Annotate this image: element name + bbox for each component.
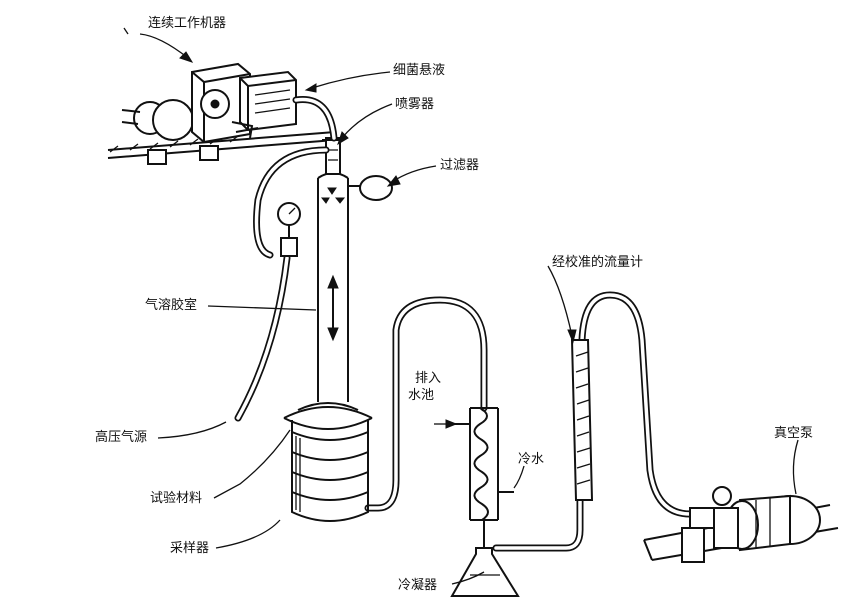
flowmeter-drawing (570, 339, 594, 501)
label-sampler: 采样器 (170, 541, 210, 556)
label-cold-water: 冷水 (518, 452, 545, 467)
label-condenser: 冷凝器 (398, 578, 438, 593)
label-filter: 过滤器 (440, 158, 480, 173)
label-drain-line2: 水池 (408, 388, 435, 403)
label-aerosol-chamber: 气溶胶室 (145, 298, 198, 313)
label-high-pressure-gas: 高压气源 (95, 430, 148, 445)
aerosol-chamber-drawing (317, 137, 349, 402)
label-bacteria-suspension: 细菌悬液 (393, 63, 446, 78)
condenser-drawing (450, 407, 520, 597)
label-vacuum-pump: 真空泵 (774, 426, 814, 441)
label-continuous-machine: 连续工作机器 (148, 16, 227, 31)
continuous-machine-drawing (107, 62, 336, 165)
label-sprayer: 喷雾器 (395, 97, 435, 112)
leader-lines (123, 27, 799, 585)
vacuum-pump-drawing (643, 486, 839, 563)
label-flowmeter: 经校准的流量计 (552, 255, 644, 270)
pressure-gauge-drawing (277, 202, 301, 257)
tubing (234, 95, 694, 552)
filter-drawing (348, 175, 393, 201)
label-test-material: 试验材料 (150, 491, 203, 506)
sampler-drawing (283, 402, 373, 522)
label-drain-line1: 排入 (415, 371, 442, 386)
